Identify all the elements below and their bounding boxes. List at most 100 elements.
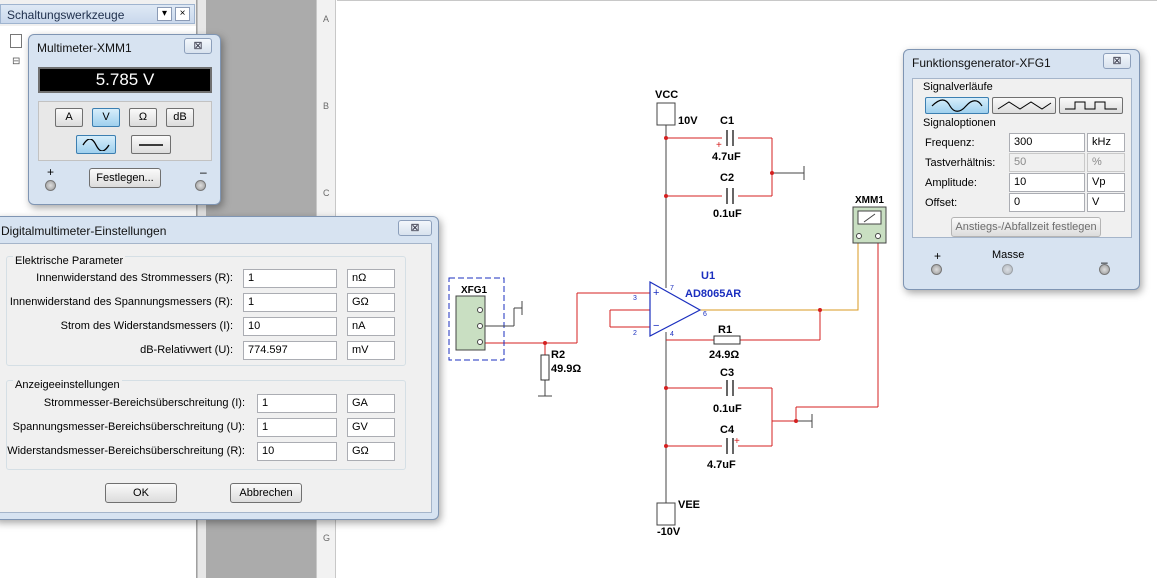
ruler-label: G xyxy=(323,533,331,543)
duty-cycle-unit[interactable]: % xyxy=(1087,153,1125,172)
dc-mode-button[interactable] xyxy=(131,135,171,154)
square-wave-button[interactable] xyxy=(1059,97,1123,114)
offset-field[interactable]: 0 xyxy=(1009,193,1085,212)
multimeter-display: 5.785 V xyxy=(38,67,212,93)
vcc-value: 10V xyxy=(678,115,698,127)
ammeter-resistance-unit[interactable]: nΩ xyxy=(347,269,395,288)
function-generator-body: Signalverläufe Signaloptionen Frequenz: … xyxy=(912,78,1132,238)
multimeter-set-button[interactable]: Festlegen... xyxy=(89,168,161,188)
ohmmeter-current-field[interactable]: 10 xyxy=(243,317,337,336)
voltmeter-resistance-unit[interactable]: GΩ xyxy=(347,293,395,312)
pin7-label: 7 xyxy=(670,285,674,292)
db-reference-unit[interactable]: mV xyxy=(347,341,395,360)
triangle-wave-button[interactable] xyxy=(992,97,1056,114)
c1-label: C1 xyxy=(720,115,734,127)
display-settings-header: Anzeigeeinstellungen xyxy=(13,379,122,391)
voltmeter-overrange-field[interactable]: 1 xyxy=(257,418,337,437)
close-panel-button[interactable]: × xyxy=(175,7,190,21)
vcc-label: VCC xyxy=(655,89,678,101)
multimeter-title: Multimeter-XMM1 xyxy=(37,41,132,55)
frequency-unit[interactable]: kHz xyxy=(1087,133,1125,152)
voltmeter-resistance-field[interactable]: 1 xyxy=(243,293,337,312)
fg-ground-terminal[interactable] xyxy=(1002,264,1013,275)
xmm1-label: XMM1 xyxy=(855,195,884,206)
multimeter-close-button[interactable]: ⊠ xyxy=(184,38,212,54)
rise-fall-time-button[interactable]: Anstiegs-/Abfallzeit festlegen xyxy=(951,217,1101,237)
sine-wave-button[interactable] xyxy=(925,97,989,114)
multimeter-plus-terminal[interactable] xyxy=(45,180,56,191)
ammeter-overrange-unit[interactable]: GA xyxy=(347,394,395,413)
param-label: dB-Relativwert (U): xyxy=(140,344,233,356)
dmm-settings-body: Elektrische Parameter Innenwiderstand de… xyxy=(0,243,432,513)
electrical-params-group: Elektrische Parameter Innenwiderstand de… xyxy=(6,255,406,366)
decibel-button[interactable]: dB xyxy=(166,108,194,127)
c1-value: 4.7uF xyxy=(712,151,741,163)
square-wave-icon xyxy=(1065,101,1117,110)
amplitude-unit[interactable]: Vp xyxy=(1087,173,1125,192)
u1-label: U1 xyxy=(701,270,715,282)
overrange-label: Strommesser-Bereichsüberschreitung (I): xyxy=(43,397,245,409)
document-icon[interactable] xyxy=(10,34,22,48)
r2-value: 49.9Ω xyxy=(551,363,581,375)
frequency-label: Frequenz: xyxy=(925,137,975,149)
offset-label: Offset: xyxy=(925,197,958,209)
param-label: Innenwiderstand des Spannungsmessers (R)… xyxy=(9,296,233,308)
ruler-label: C xyxy=(323,188,330,198)
c3-label: C3 xyxy=(720,367,734,379)
ok-button[interactable]: OK xyxy=(105,483,177,503)
ruler-label: B xyxy=(323,101,330,111)
pin6-label: 6 xyxy=(703,311,707,318)
c1-polarity: + xyxy=(716,140,722,151)
dmm-settings-close-button[interactable]: ⊠ xyxy=(398,220,432,236)
pin2-label: 2 xyxy=(633,330,637,337)
pin4-label: 4 xyxy=(670,331,674,338)
c2-label: C2 xyxy=(720,172,734,184)
tools-panel-title: Schaltungswerkzeuge xyxy=(7,8,125,22)
fg-minus-terminal[interactable] xyxy=(1099,264,1110,275)
db-reference-field[interactable]: 774.597 xyxy=(243,341,337,360)
duty-cycle-label: Tastverhältnis: xyxy=(925,157,996,169)
ohmmeter-overrange-unit[interactable]: GΩ xyxy=(347,442,395,461)
function-generator-window: Funktionsgenerator-XFG1 ⊠ Signalverläufe… xyxy=(903,49,1140,290)
ohmmeter-overrange-field[interactable]: 10 xyxy=(257,442,337,461)
ac-mode-button[interactable] xyxy=(76,135,116,154)
c4-value: 4.7uF xyxy=(707,459,736,471)
ammeter-resistance-field[interactable]: 1 xyxy=(243,269,337,288)
cancel-button[interactable]: Abbrechen xyxy=(230,483,302,503)
ohmmeter-button[interactable]: Ω xyxy=(129,108,157,127)
multimeter-minus-terminal[interactable] xyxy=(195,180,206,191)
param-label: Innenwiderstand des Strommessers (R): xyxy=(36,272,233,284)
display-settings-group: Anzeigeeinstellungen Strommesser-Bereich… xyxy=(6,379,406,470)
offset-unit[interactable]: V xyxy=(1087,193,1125,212)
tree-expander-icon[interactable]: ⊟ xyxy=(12,56,21,67)
voltmeter-button[interactable]: V xyxy=(92,108,120,127)
sine-wave-icon xyxy=(931,99,983,112)
overrange-label: Spannungsmesser-Bereichsüberschreitung (… xyxy=(12,421,245,433)
svg-text:−: − xyxy=(653,320,659,332)
tools-panel-titlebar: Schaltungswerkzeuge ▾ × xyxy=(0,4,195,24)
u1-part: AD8065AR xyxy=(685,288,741,300)
dmm-settings-dialog: Digitalmultimeter-Einstellungen ⊠ Elektr… xyxy=(0,216,439,520)
fg-plus-terminal[interactable] xyxy=(931,264,942,275)
c3-value: 0.1uF xyxy=(713,403,742,415)
ammeter-button[interactable]: A xyxy=(55,108,83,127)
duty-cycle-field[interactable]: 50 xyxy=(1009,153,1085,172)
amplitude-field[interactable]: 10 xyxy=(1009,173,1085,192)
vee-label: VEE xyxy=(678,499,700,511)
xfg1-label: XFG1 xyxy=(461,285,488,296)
voltmeter-overrange-unit[interactable]: GV xyxy=(347,418,395,437)
r1-label: R1 xyxy=(718,324,732,336)
pin-button[interactable]: ▾ xyxy=(157,7,172,21)
multimeter-window: Multimeter-XMM1 ⊠ 5.785 V A V Ω dB + – F… xyxy=(28,34,221,205)
frequency-field[interactable]: 300 xyxy=(1009,133,1085,152)
fg-ground-label: Masse xyxy=(992,249,1025,261)
ruler-label: A xyxy=(323,14,330,24)
amplitude-label: Amplitude: xyxy=(925,177,977,189)
ohmmeter-current-unit[interactable]: nA xyxy=(347,317,395,336)
param-label: Strom des Widerstandsmessers (I): xyxy=(60,320,233,332)
multimeter-minus-label: – xyxy=(200,165,207,179)
ammeter-overrange-field[interactable]: 1 xyxy=(257,394,337,413)
fg-plus-label: + xyxy=(934,249,942,263)
function-generator-close-button[interactable]: ⊠ xyxy=(1103,53,1131,69)
c4-label: C4 xyxy=(720,424,735,436)
